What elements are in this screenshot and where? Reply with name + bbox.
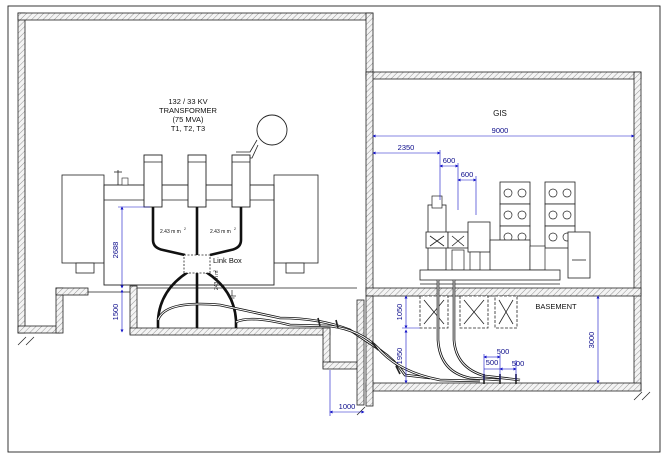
control-cabinet <box>567 231 591 279</box>
cable-size-right: 2.43 m m <box>210 229 231 235</box>
cable-size-right-sup: 2 <box>234 227 236 231</box>
dim-9000: 9000 <box>492 126 509 135</box>
gis-room-label: GIS <box>493 109 507 118</box>
conservator-tank <box>256 114 288 146</box>
dim-500-c: 500 <box>512 359 525 368</box>
dim-1000: 1000 <box>339 402 356 411</box>
basement-cables <box>436 280 521 384</box>
transformer-units: T1, T2, T3 <box>171 124 205 133</box>
cable-size-left-sup: 2 <box>184 227 186 231</box>
transformer-voltage: 132 / 33 KV <box>168 97 207 106</box>
link-box-label: Link Box <box>213 256 242 265</box>
basement-label: BASEMENT <box>535 302 577 311</box>
dim-1500: 1500 <box>111 304 120 321</box>
cable-size-left: 2.43 m m <box>160 229 181 235</box>
dim-1950: 1950 <box>395 348 404 365</box>
ground-marks <box>17 336 651 416</box>
dim-2350: 2350 <box>398 143 415 152</box>
drawing-frame <box>7 5 661 453</box>
gis-building-walls <box>365 71 642 407</box>
transformer-name: TRANSFORMER <box>159 106 218 115</box>
transformer-label: 132 / 33 KV TRANSFORMER (75 MVA) T1, T2,… <box>159 97 218 133</box>
dim-3000: 3000 <box>587 332 596 349</box>
transformer-cables <box>151 207 481 383</box>
cable-size-link-sup: 2 <box>213 270 217 272</box>
gis-switchgear <box>419 181 591 329</box>
dim-500-a: 500 <box>486 358 499 367</box>
dim-600-a: 600 <box>443 156 456 165</box>
link-box <box>183 254 211 274</box>
transformer-rating: (75 MVA) <box>172 115 204 124</box>
dim-500-b: 500 <box>497 347 510 356</box>
transformer-room-walls <box>17 12 374 406</box>
dim-600-b: 600 <box>461 170 474 179</box>
dimension-lines <box>118 134 635 416</box>
earth-symbol <box>228 290 236 301</box>
dimension-texts: 9000 2350 600 600 2688 1500 1050 1950 30… <box>111 126 596 411</box>
cable-size-link: 243 m m <box>214 271 220 290</box>
dim-1050: 1050 <box>395 304 404 321</box>
dim-2688: 2688 <box>111 242 120 259</box>
